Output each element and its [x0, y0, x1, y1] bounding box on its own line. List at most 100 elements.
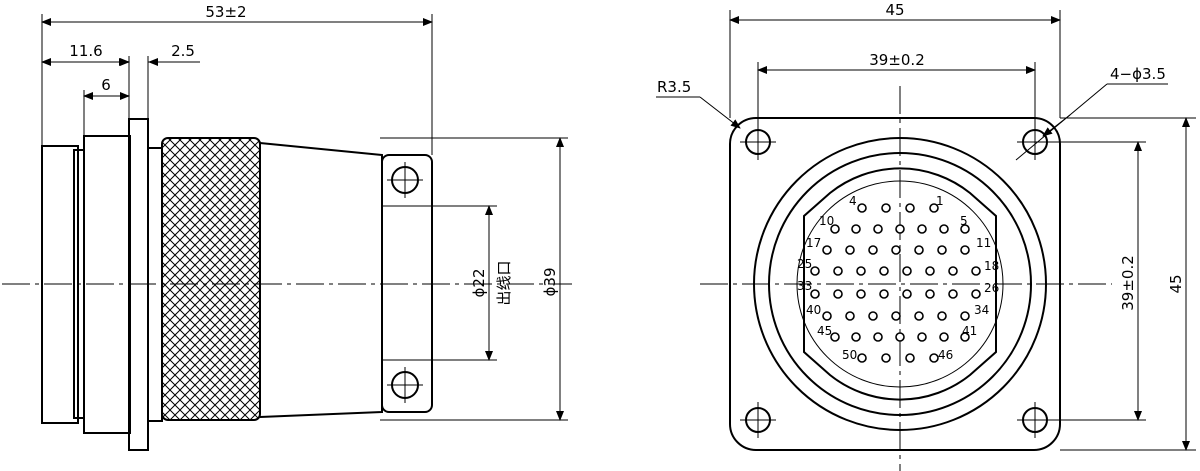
radius-leader — [699, 96, 741, 129]
dim-2-5-text: 2.5 — [171, 42, 195, 60]
dim-width-text: 45 — [885, 1, 904, 19]
pin-label-1: 1 — [936, 194, 944, 208]
pin-insert — [803, 167, 997, 401]
square-flange — [729, 117, 1061, 451]
contact-pin — [917, 224, 927, 234]
hole-tr-cross — [1017, 124, 1053, 160]
side-view: 53±2 11.6 2.5 6 ϕ22 出线口 ϕ39 — [2, 3, 572, 451]
pin-label-17: 17 — [806, 236, 821, 250]
contact-pin — [925, 289, 935, 299]
contact-pin — [857, 353, 867, 363]
pin-label-41: 41 — [962, 324, 977, 338]
contact-pin — [948, 289, 958, 299]
contact-pin — [929, 203, 939, 213]
hole-br-cross — [1017, 402, 1053, 438]
pin-label-18: 18 — [984, 259, 999, 273]
holes-text: 4−ϕ3.5 — [1110, 65, 1166, 83]
dim-6-text: 6 — [101, 76, 111, 94]
dim-hole-h-text: 39±0.2 — [869, 51, 925, 69]
contact-pin — [895, 332, 905, 342]
pin-label-40: 40 — [806, 303, 821, 317]
contact-pin — [833, 266, 843, 276]
dim-overall-text: 53±2 — [205, 3, 246, 21]
pin-grid — [810, 203, 981, 363]
contact-pin — [810, 266, 820, 276]
contact-pin — [939, 332, 949, 342]
contact-pin — [810, 289, 820, 299]
contact-pin — [856, 289, 866, 299]
pin-label-5: 5 — [960, 214, 968, 228]
pin-label-46: 46 — [938, 348, 953, 362]
contact-pin — [891, 245, 901, 255]
contact-pin — [917, 332, 927, 342]
contact-pin — [905, 203, 915, 213]
contact-pin — [960, 224, 970, 234]
contact-pin — [902, 266, 912, 276]
contact-pin — [960, 245, 970, 255]
front-view: 4 1 10 5 17 11 25 18 33 26 40 34 45 41 5… — [656, 1, 1196, 471]
contact-pin — [845, 311, 855, 321]
contact-pin — [914, 311, 924, 321]
hole-tl-cross — [740, 124, 776, 160]
contact-pin — [881, 203, 891, 213]
radius-text: R3.5 — [657, 78, 691, 96]
knurled-nut — [161, 137, 261, 421]
contact-pin — [914, 245, 924, 255]
contact-pin — [879, 289, 889, 299]
contact-pin — [960, 332, 970, 342]
contact-pin — [873, 332, 883, 342]
contact-pin — [937, 245, 947, 255]
contact-pin — [891, 311, 901, 321]
contact-pin — [856, 266, 866, 276]
pin-label-33: 33 — [797, 279, 812, 293]
contact-pin — [905, 353, 915, 363]
contact-pin — [960, 311, 970, 321]
outer-ring — [753, 137, 1047, 431]
pin-label-34: 34 — [974, 303, 989, 317]
contact-pin — [845, 245, 855, 255]
contact-pin — [895, 224, 905, 234]
contact-pin — [948, 266, 958, 276]
contact-pin — [830, 224, 840, 234]
contact-pin — [929, 353, 939, 363]
contact-pin — [881, 353, 891, 363]
back-shell — [259, 142, 383, 418]
insert-face — [796, 180, 1004, 388]
contact-pin — [822, 311, 832, 321]
pin-label-4: 4 — [849, 194, 857, 208]
dim-body-text: ϕ39 — [541, 268, 559, 297]
outlet-label: 出线口 — [495, 260, 513, 305]
rear-plug — [41, 145, 79, 424]
contact-pin — [873, 224, 883, 234]
contact-pin — [879, 266, 889, 276]
contact-pin — [939, 224, 949, 234]
pin-label-11: 11 — [976, 236, 991, 250]
contact-pin — [830, 332, 840, 342]
pin-label-26: 26 — [984, 281, 999, 295]
pin-label-50: 50 — [842, 348, 857, 362]
dim-11-6-text: 11.6 — [69, 42, 102, 60]
contact-pin — [971, 289, 981, 299]
contact-pin — [833, 289, 843, 299]
inner-ring — [768, 152, 1032, 416]
dim-height-text: 45 — [1167, 274, 1185, 293]
contact-pin — [971, 266, 981, 276]
mounting-holes — [740, 124, 1053, 438]
contact-pin — [822, 245, 832, 255]
dim-outlet-text: ϕ22 — [470, 269, 488, 298]
dim-hole-v-text: 39±0.2 — [1119, 255, 1137, 311]
pin-label-25: 25 — [797, 257, 812, 271]
contact-pin — [937, 311, 947, 321]
contact-pin — [851, 332, 861, 342]
contact-pin — [925, 266, 935, 276]
pin-label-10: 10 — [819, 214, 834, 228]
contact-pin — [868, 311, 878, 321]
contact-pin — [868, 245, 878, 255]
hole-bl-cross — [740, 402, 776, 438]
contact-pin — [851, 224, 861, 234]
cable-clamp — [381, 154, 433, 413]
pin-label-45: 45 — [817, 324, 832, 338]
contact-pin — [857, 203, 867, 213]
contact-pin — [902, 289, 912, 299]
